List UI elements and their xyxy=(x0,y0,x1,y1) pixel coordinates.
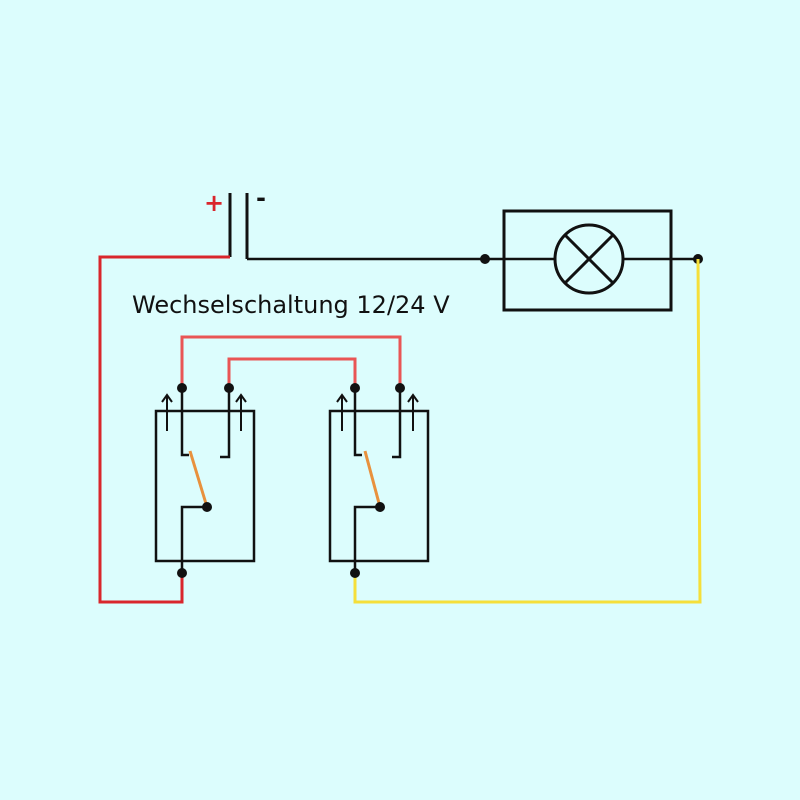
battery-plus-label: + xyxy=(204,189,224,217)
switch-2-lever xyxy=(363,450,382,508)
switch-1-terminal-1 xyxy=(177,383,187,393)
switch-2 xyxy=(328,383,430,578)
switch-1-contact-2 xyxy=(220,388,231,459)
switch-1-contact-1 xyxy=(180,388,189,457)
switch-2-terminal-2 xyxy=(395,383,405,393)
switch-2-common-lead xyxy=(353,505,380,573)
switch-1-arrow-left-icon xyxy=(161,393,173,431)
switch-1 xyxy=(154,383,256,578)
switch-2-contact-2 xyxy=(392,388,402,459)
switch-2-arrow-right-icon xyxy=(407,393,419,431)
lamp-cross-2 xyxy=(563,233,615,285)
switch-1-pivot xyxy=(202,502,212,512)
switch-1-housing xyxy=(154,409,256,563)
switch-2-terminal-1 xyxy=(350,383,360,393)
battery-minus-label: - xyxy=(256,184,266,212)
switch-1-terminal-common xyxy=(177,568,187,578)
positive-wire xyxy=(98,255,230,604)
switch-2-terminal-common xyxy=(350,568,360,578)
switch-1-arrow-right-icon xyxy=(235,393,247,431)
lamp-terminal-left xyxy=(480,254,490,264)
return-wire xyxy=(353,258,702,604)
switch-2-arrow-left-icon xyxy=(336,393,348,431)
switch-2-pivot xyxy=(375,502,385,512)
battery: + - xyxy=(204,184,266,259)
traveler-wire-outer xyxy=(180,335,402,388)
diagram-title: Wechselschaltung 12/24 V xyxy=(132,291,450,319)
switch-1-common-lead xyxy=(180,505,207,573)
switch-2-housing xyxy=(328,409,430,563)
lamp-housing xyxy=(502,209,673,312)
traveler-wire-inner xyxy=(227,357,357,388)
lamp xyxy=(480,209,703,312)
switch-2-contact-1 xyxy=(353,388,362,457)
switch-1-lever xyxy=(188,450,209,508)
switch-1-terminal-2 xyxy=(224,383,234,393)
